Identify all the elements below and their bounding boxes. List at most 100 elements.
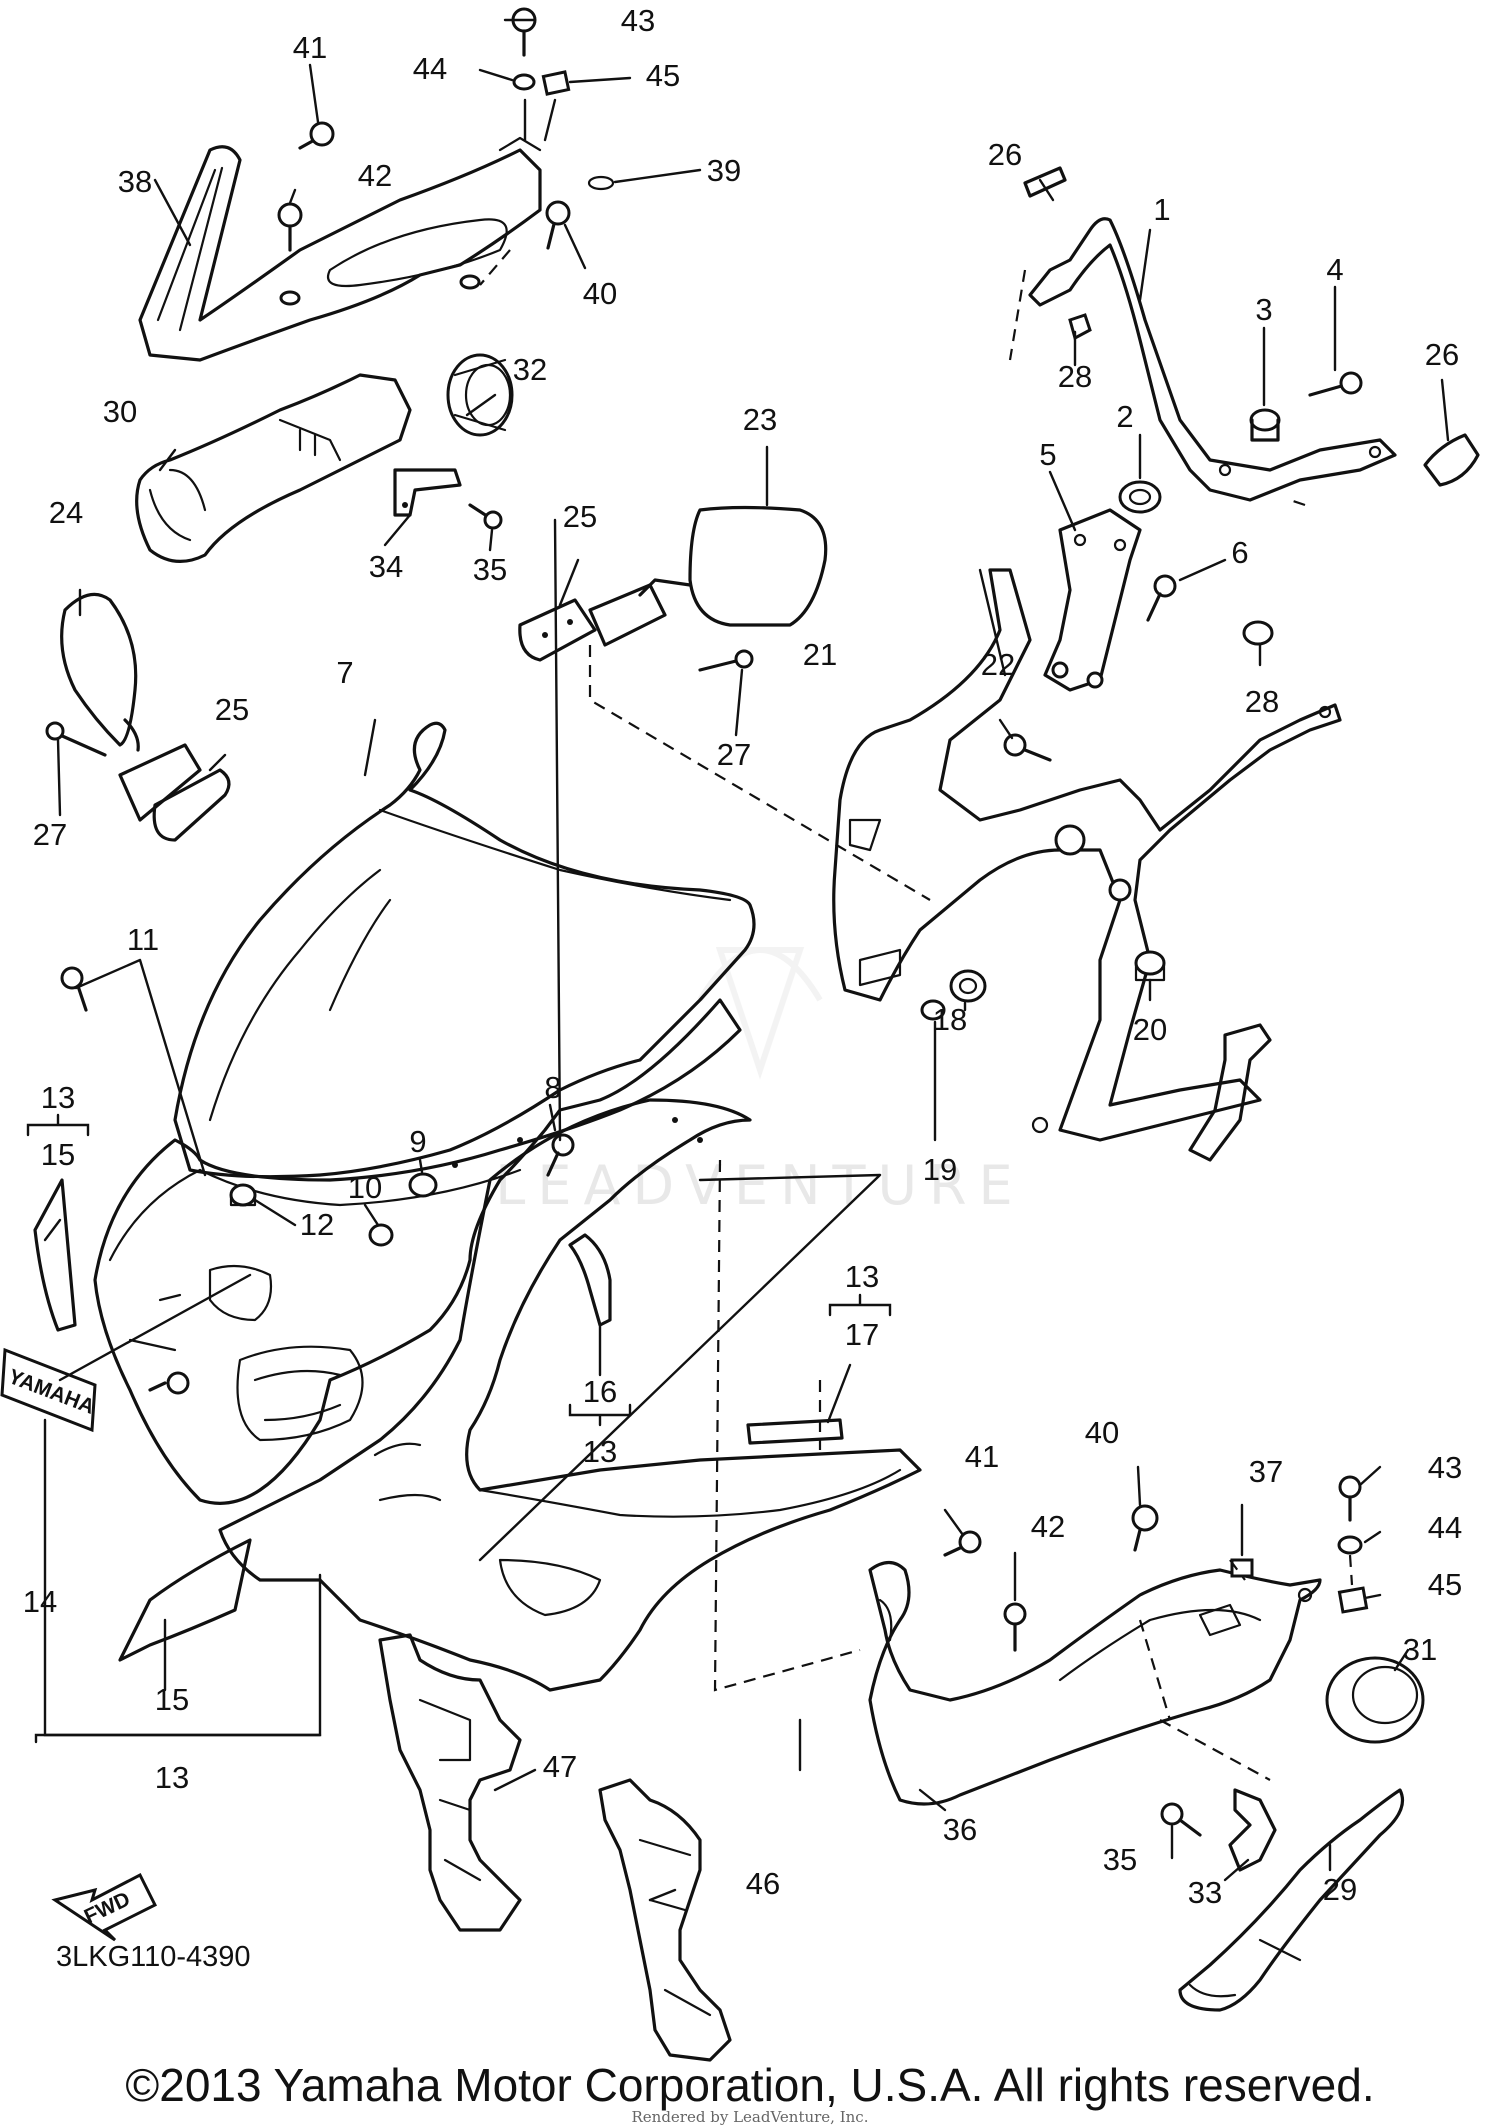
callout-8: 8	[544, 1070, 561, 1105]
callout-1: 1	[1153, 192, 1170, 227]
fwd-arrow-icon: FWD	[51, 1872, 158, 1942]
callout-9: 9	[409, 1124, 426, 1159]
part-20-collar	[1134, 950, 1166, 982]
callout-42-lower: 42	[1031, 1509, 1065, 1544]
callout-15-lower: 15	[155, 1682, 189, 1717]
render-credit: Rendered by LeadVenture, Inc.	[631, 2108, 869, 2126]
part-28-nut-upper	[1068, 313, 1092, 341]
part-25-mirror-gasket-lower	[152, 768, 231, 842]
part-9-grommet	[408, 1172, 438, 1198]
part-12-nut	[229, 1183, 257, 1207]
part-3-collar	[1249, 408, 1281, 442]
callout-39: 39	[707, 153, 741, 188]
callout-20: 20	[1133, 1012, 1167, 1047]
part-14-emblem: YAMAHA	[0, 1347, 98, 1433]
part-38-inner-panel-left	[138, 136, 542, 362]
callout-29: 29	[1323, 1872, 1357, 1907]
callout-46: 46	[746, 1866, 780, 1901]
callout-7: 7	[336, 655, 353, 690]
upper-cowling	[93, 998, 742, 1505]
callout-13-center: 13	[583, 1434, 617, 1469]
callout-19: 19	[923, 1152, 957, 1187]
callout-42-upper: 42	[358, 158, 392, 193]
callout-30: 30	[103, 394, 137, 429]
callout-38: 38	[118, 164, 152, 199]
callout-26-lower: 26	[1425, 337, 1459, 372]
callout-18: 18	[933, 1002, 967, 1037]
part-15-decal-lower	[118, 1538, 252, 1662]
callout-32: 32	[513, 352, 547, 387]
watermark-logo	[697, 947, 823, 1080]
callout-13-lower: 13	[155, 1760, 189, 1795]
part-34-bracket	[393, 468, 462, 517]
stay-bracket-lower	[1188, 1023, 1272, 1162]
part-16-decal	[568, 1233, 612, 1327]
part-23-mirror-right	[588, 505, 828, 647]
callout-27-lower: 27	[33, 817, 67, 852]
part-8-screw	[546, 1133, 575, 1177]
callout-35-upper: 35	[473, 552, 507, 587]
part-42-screw-upper	[277, 202, 303, 252]
callout-45-lower: 45	[1428, 1567, 1462, 1602]
callout-21: 21	[803, 637, 837, 672]
part-4-bolt	[1308, 371, 1363, 397]
group-brackets	[26, 1113, 892, 1744]
callout-34: 34	[369, 549, 403, 584]
part-33-bracket	[1228, 1788, 1277, 1872]
copyright-notice: ©2013 Yamaha Motor Corporation, U.S.A. A…	[125, 2059, 1375, 2111]
callout-28-lower: 28	[1245, 684, 1279, 719]
callout-5: 5	[1039, 437, 1056, 472]
part-25-mirror-gasket-upper	[518, 598, 597, 662]
part-45-nut-top	[541, 70, 571, 96]
callout-15-upper-left: 15	[41, 1137, 75, 1172]
part-28-nut-lower	[1242, 620, 1274, 646]
part-39-clip	[587, 175, 615, 191]
callout-40-lower: 40	[1085, 1415, 1119, 1450]
part-22-bolt	[1003, 733, 1052, 762]
callout-41-lower: 41	[965, 1439, 999, 1474]
callout-44-upper: 44	[413, 51, 447, 86]
part-26-band-upper	[1023, 166, 1067, 198]
part-42-screw-lower	[1003, 1602, 1027, 1652]
part-44-washer-lower	[1337, 1535, 1363, 1555]
part-30-air-duct-left	[135, 373, 412, 563]
part-43-bolt-lower	[1338, 1475, 1362, 1522]
part-11-screw	[60, 966, 88, 1012]
watermark: LEADVENTURE	[495, 947, 1013, 1217]
part-5-bracket	[1043, 508, 1142, 692]
callout-25-upper: 25	[563, 499, 597, 534]
callout-11: 11	[127, 922, 159, 957]
part-43-bolt-top	[511, 7, 537, 57]
part-29-air-duct-right	[1178, 1788, 1405, 2012]
part-24-mirror-left	[60, 592, 202, 822]
callout-27-upper: 27	[717, 737, 751, 772]
part-45-nut-lower	[1337, 1586, 1369, 1614]
callout-13-right: 13	[845, 1259, 879, 1294]
callout-43-lower: 43	[1428, 1450, 1462, 1485]
part-7-windshield	[173, 721, 756, 1179]
callout-25-lower: 25	[215, 692, 249, 727]
callout-40-upper: 40	[583, 276, 617, 311]
callout-44-lower: 44	[1428, 1510, 1462, 1545]
part-27-mirror-bolt-lower	[45, 721, 107, 757]
part-41-bolt-lower	[943, 1530, 982, 1557]
callout-12: 12	[300, 1207, 334, 1242]
part-21-stay	[832, 568, 1342, 1142]
callout-43-upper: 43	[621, 3, 655, 38]
part-46-inner-panel	[598, 1778, 732, 2062]
part-19-washer	[920, 999, 946, 1021]
part-44-washer-top	[512, 73, 536, 91]
part-35-screw-lower	[1160, 1802, 1202, 1837]
callout-26-upper: 26	[988, 137, 1022, 172]
part-18-damper	[949, 969, 987, 1003]
part-36-inner-panel-right	[868, 1560, 1322, 1806]
callout-36: 36	[943, 1812, 977, 1847]
callout-17: 17	[845, 1317, 879, 1352]
part-32-grommet	[446, 353, 514, 437]
part-10-grommet	[368, 1223, 394, 1247]
part-35-screw-upper	[468, 503, 503, 530]
callout-47: 47	[543, 1749, 577, 1784]
callout-22: 22	[981, 647, 1015, 682]
diagram-code: 3LKG110-4390	[56, 1941, 251, 1973]
